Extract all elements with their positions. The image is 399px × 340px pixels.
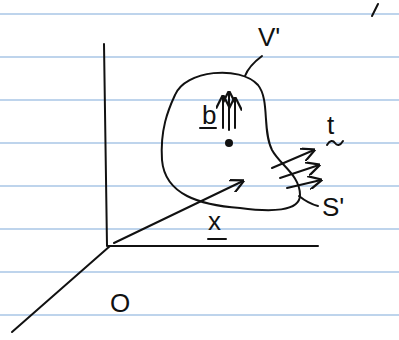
traction-arrow	[287, 180, 321, 188]
origin-label: O	[110, 290, 130, 316]
body-outline	[162, 73, 300, 211]
body-force-arrow	[228, 92, 230, 130]
traction-arrow	[272, 150, 314, 168]
body-force-arrow	[222, 96, 224, 128]
axis-oblique	[12, 246, 110, 332]
traction-arrow	[280, 165, 319, 178]
vector-label: t	[327, 112, 334, 138]
vector-label: b	[202, 102, 216, 128]
material-point	[225, 139, 233, 147]
ruled-lines	[0, 14, 399, 315]
volume-label: V'	[258, 24, 280, 50]
surface-leader	[299, 196, 318, 206]
axis-vertical	[104, 44, 107, 246]
volume-leader	[245, 56, 262, 76]
tilde-mark	[327, 141, 343, 145]
underline-mark	[208, 238, 226, 240]
vector-label: x	[208, 208, 221, 234]
axis-horizontal	[108, 245, 318, 247]
surface-label: S'	[322, 194, 344, 220]
body-force-arrow	[234, 98, 236, 128]
corner-stroke	[372, 4, 378, 16]
